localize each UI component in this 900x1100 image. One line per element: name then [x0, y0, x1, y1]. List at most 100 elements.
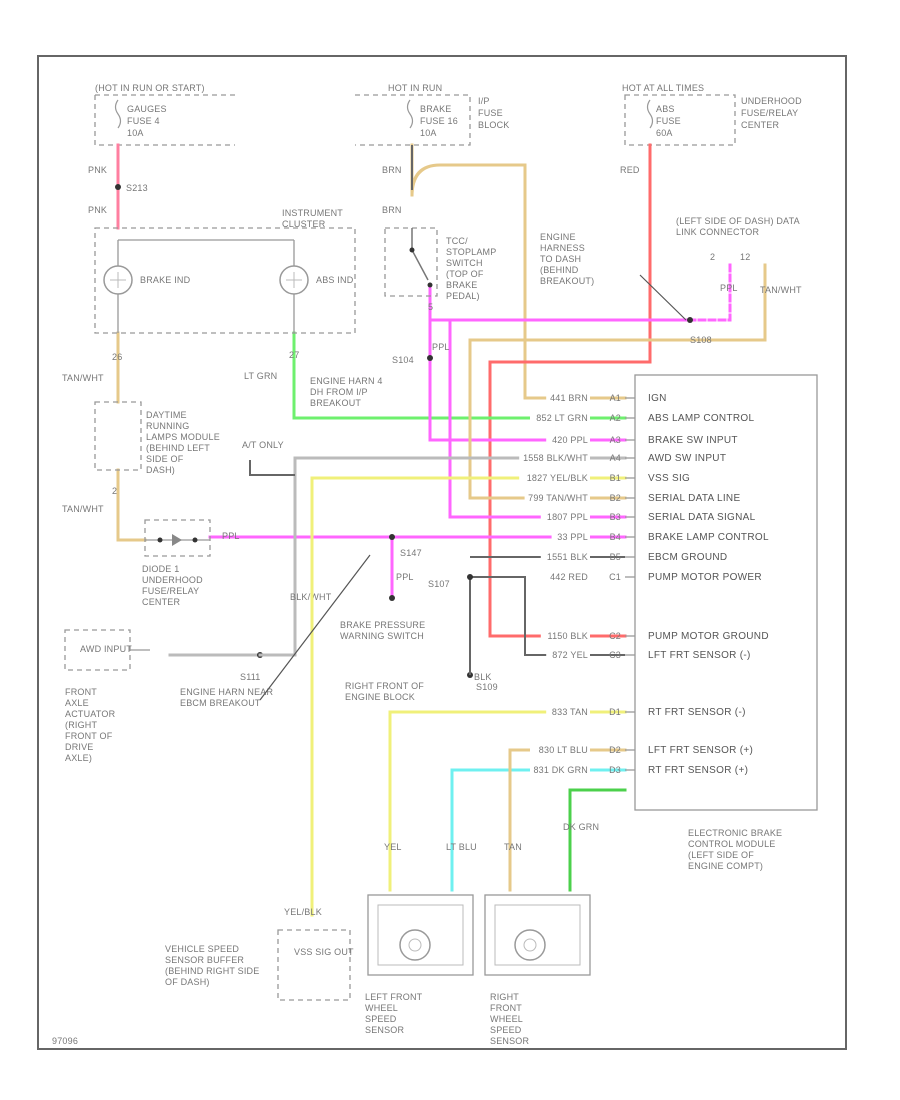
ebcm-pin-id: A2	[610, 413, 621, 423]
svg-text:PPL: PPL	[396, 572, 414, 582]
svg-text:DK GRN: DK GRN	[563, 822, 599, 832]
ebcm-pin-wire-bg	[540, 630, 590, 641]
ebcm-pin-wire-bg	[546, 649, 590, 660]
svg-text:BRN: BRN	[382, 165, 402, 175]
svg-text:ABS: ABS	[656, 104, 675, 114]
ebcm-pin-wire-bg	[519, 452, 590, 463]
ebcm-pin-label: RT FRT SENSOR (-)	[648, 707, 746, 718]
ebcm-pin-label: BRAKE SW INPUT	[648, 435, 738, 446]
svg-text:27: 27	[289, 350, 299, 360]
ebcm-pin-wire: 833 TAN	[552, 707, 588, 717]
ebcm-pin-label: EBCM GROUND	[648, 552, 727, 563]
ebcm-pin-label: LFT FRT SENSOR (+)	[648, 745, 753, 756]
rf-sensor-icon	[514, 929, 546, 961]
svg-text:HOT IN RUN: HOT IN RUN	[388, 83, 442, 93]
svg-text:PPL: PPL	[432, 342, 450, 352]
ebcm-pin-wire-bg	[530, 412, 590, 423]
ebcm-pin-wire-bg	[530, 744, 590, 755]
ebcm-pin-label: IGN	[648, 393, 667, 404]
svg-text:GAUGES: GAUGES	[127, 104, 167, 114]
svg-text:HOT AT ALL TIMES: HOT AT ALL TIMES	[622, 83, 704, 93]
ebcm-pin-id: C2	[609, 631, 621, 641]
ebcm-pin-wire: 1150 BLK	[548, 631, 588, 641]
svg-text:26: 26	[112, 352, 122, 362]
ebcm-pin-wire: 1551 BLK	[547, 552, 588, 562]
ebcm-pin-id: A4	[610, 453, 621, 463]
ebcm-pin-id: C3	[609, 650, 621, 660]
svg-text:12: 12	[740, 252, 750, 262]
ebcm-pin-wire-bg	[546, 392, 590, 403]
ebcm-pin-label: BRAKE LAMP CONTROL	[648, 532, 769, 543]
svg-text:60A: 60A	[656, 128, 673, 138]
ebcm-pin-wire: 1807 PPL	[547, 512, 588, 522]
ebcm-pin-label: RT FRT SENSOR (+)	[648, 765, 748, 776]
ebcm-pin-id: C1	[609, 572, 621, 582]
ebcm-pin-id: D1	[609, 707, 621, 717]
svg-text:A/T ONLY: A/T ONLY	[242, 440, 284, 450]
svg-text:PNK: PNK	[88, 205, 107, 215]
ebcm-pin-wire: 441 BRN	[550, 393, 588, 403]
ebcm-pin-wire-bg	[546, 571, 590, 582]
ebcm-pin-label: AWD SW INPUT	[648, 453, 726, 464]
svg-text:TAN: TAN	[504, 842, 522, 852]
ebcm-pin-row: 1551 BLK B5 EBCM GROUND	[540, 551, 727, 563]
wire-yel-lf-sensor	[388, 710, 627, 892]
ebcm-pin-wire: 852 LT GRN	[536, 413, 588, 423]
ebcm-pin-id: B5	[610, 552, 621, 562]
ebcm-pin-label: LFT FRT SENSOR (-)	[648, 650, 751, 661]
ebcm-pin-wire-bg	[540, 551, 590, 562]
ebcm-pin-label: SERIAL DATA SIGNAL	[648, 512, 756, 523]
svg-text:10A: 10A	[127, 128, 144, 138]
svg-text:FUSE 16: FUSE 16	[420, 116, 458, 126]
ebcm-pin-id: D3	[609, 765, 621, 775]
svg-text:PPL: PPL	[222, 531, 240, 541]
svg-text:S147: S147	[400, 548, 422, 558]
svg-text:LT BLU: LT BLU	[446, 842, 477, 852]
ebcm-pin-label: ABS LAMP CONTROL	[648, 413, 754, 424]
ebcm-pin-row: 852 LT GRN A2 ABS LAMP CONTROL	[530, 412, 754, 424]
wire-lt-grn-abs-lamp	[292, 331, 627, 420]
svg-text:RED: RED	[620, 165, 640, 175]
ebcm-pin-wire: 872 YEL	[552, 650, 588, 660]
ebcm-pin-row: 872 YEL C3 LFT FRT SENSOR (-)	[546, 649, 750, 661]
ebcm-pin-wire: 33 PPL	[557, 532, 588, 542]
ebcm-pin-id: B2	[610, 493, 621, 503]
svg-text:S104: S104	[392, 355, 414, 365]
svg-text:ABS IND: ABS IND	[316, 275, 354, 285]
ebcm-pin-wire: 1827 YEL/BLK	[527, 473, 588, 483]
wire-ppl-dlc-dashed	[688, 263, 732, 322]
ebcm-pin-wire: 420 PPL	[552, 435, 588, 445]
svg-text:PPL: PPL	[720, 283, 738, 293]
svg-text:VSS SIG OUT: VSS SIG OUT	[294, 947, 354, 957]
wire-dk-grn-rf-sensor	[568, 788, 627, 892]
diagram-frame	[37, 55, 847, 1050]
svg-text:S108: S108	[690, 335, 712, 345]
svg-text:BRN: BRN	[382, 205, 402, 215]
svg-text:BRAKE: BRAKE	[420, 104, 452, 114]
ebcm-pin-label: VSS SIG	[648, 473, 690, 484]
